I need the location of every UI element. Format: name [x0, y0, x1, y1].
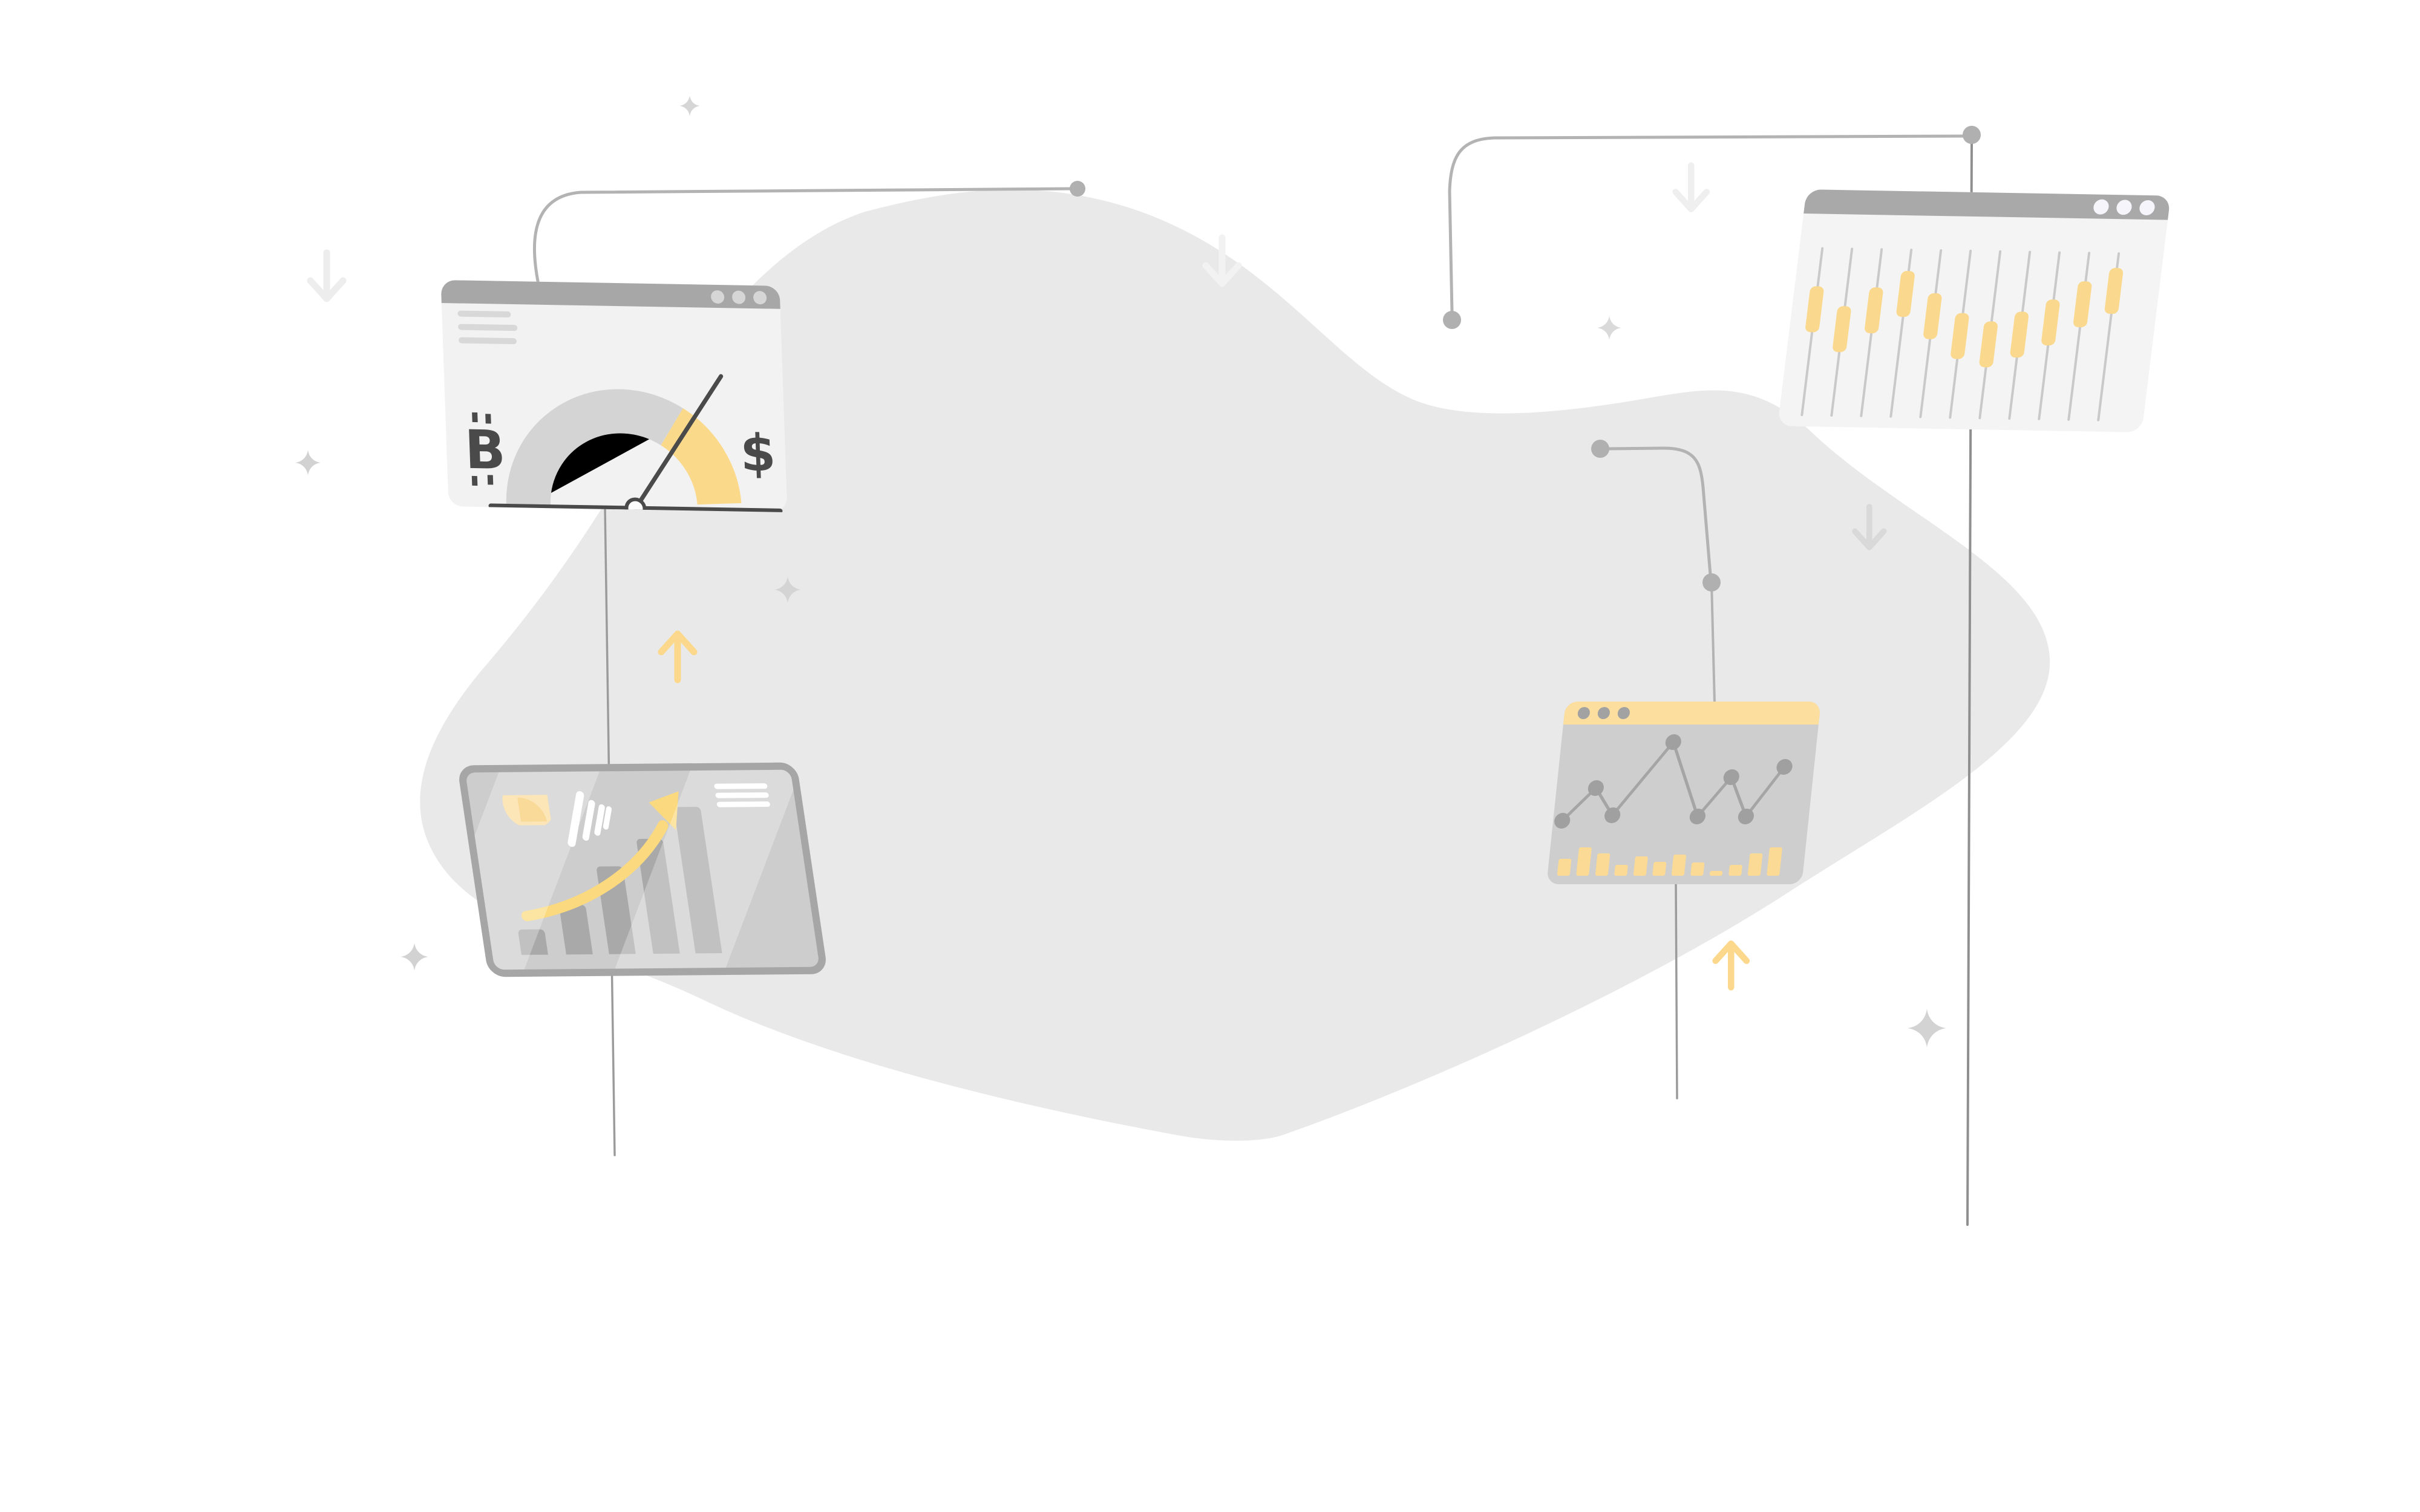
candle-body — [2072, 281, 2093, 328]
candlestick — [1888, 215, 1915, 428]
line-chart — [1554, 734, 1793, 876]
candle-body — [1864, 287, 1884, 333]
sparkle-icon — [679, 96, 700, 116]
candlestick — [2007, 218, 2033, 430]
window-buttons-icon — [2092, 199, 2156, 216]
window-dot-icon — [2138, 200, 2156, 216]
connector-linepanel-drop — [1710, 581, 1716, 704]
candlestick — [2036, 218, 2062, 431]
window-dot-icon — [2115, 200, 2133, 215]
line-chart-point — [1723, 769, 1739, 785]
candlestick-chart — [1777, 213, 2168, 432]
mini-bar — [1728, 865, 1742, 876]
mini-bar — [1709, 871, 1723, 876]
dollar-symbol: $ — [739, 423, 777, 483]
mini-bar — [1595, 853, 1611, 876]
btc-usd-gauge-chart — [488, 374, 783, 513]
line-chart-point — [1738, 809, 1754, 824]
sparkle-icon — [1908, 1009, 1946, 1048]
candle-body — [1832, 305, 1852, 353]
sparkle-icon — [295, 450, 321, 475]
bitcoin-symbol: B — [463, 418, 507, 481]
candle-body — [1950, 313, 1970, 360]
mini-bar — [1690, 862, 1705, 876]
candlestick — [1799, 214, 1825, 426]
mini-bar — [1671, 855, 1686, 876]
candle-body — [2041, 299, 2061, 345]
analytics-dashboard-panel — [457, 762, 828, 977]
sparkle-icon — [774, 576, 801, 603]
mini-bar — [1767, 847, 1782, 876]
node-dot-4 — [1591, 440, 1609, 458]
connector-gauge-to-dot — [533, 187, 1073, 286]
node-dot-3 — [1443, 311, 1461, 329]
node-dot-5 — [1702, 573, 1721, 591]
candle-body — [1895, 270, 1915, 317]
candlestick — [2066, 218, 2093, 431]
candlestick — [1859, 215, 1885, 427]
line-chart-panel — [1546, 702, 1821, 884]
sparkle-icon — [401, 943, 428, 971]
mini-bar — [1576, 847, 1592, 876]
window-dot-icon — [753, 290, 767, 305]
candle-body — [2009, 311, 2029, 358]
candle-body — [1978, 321, 1998, 368]
gauge-arc-gray — [506, 389, 683, 507]
btc-usd-gauge-window: B $ — [440, 279, 788, 513]
line-chart-point — [1776, 759, 1793, 775]
sparkle-icon — [1597, 316, 1621, 340]
window-dot-icon — [731, 290, 746, 304]
candlestick-chart-window — [1777, 189, 2171, 432]
candle-body — [1805, 285, 1825, 333]
line-chart-point — [1665, 734, 1681, 750]
window-buttons-icon — [710, 290, 767, 305]
line-chart-point — [1604, 807, 1621, 823]
arrow-down-icon — [1852, 504, 1887, 550]
mini-bar — [1652, 862, 1667, 876]
arrow-up-icon — [1712, 940, 1750, 991]
arrow-up-icon — [658, 630, 698, 683]
node-dot-1 — [1070, 181, 1085, 197]
window-dot-icon — [2092, 199, 2110, 215]
line-chart-point — [1554, 813, 1571, 829]
window-dot-icon — [710, 290, 725, 304]
connector-linepanel-elbow — [1607, 446, 1712, 576]
candlestick — [1829, 215, 1855, 427]
candlestick — [1977, 217, 2003, 429]
line-chart-point — [1689, 809, 1705, 824]
connector-linepanel-tail — [1675, 881, 1678, 1100]
mini-bar — [1557, 859, 1572, 876]
growth-arrow — [521, 791, 679, 922]
node-dot-2 — [1963, 126, 1981, 144]
gauge-needle — [633, 374, 724, 511]
gauge-pivot — [624, 497, 647, 513]
pie-wedge — [517, 797, 548, 822]
candlestick — [1947, 217, 1974, 429]
mini-bar — [1614, 865, 1628, 876]
arrow-down-icon — [307, 249, 347, 302]
connector-candle-elbow — [1448, 134, 1966, 314]
background-blob — [420, 189, 2050, 1141]
glass-sheen — [457, 762, 828, 977]
mini-bar — [1633, 856, 1648, 876]
line-chart-point — [1588, 780, 1604, 796]
candle-wick — [2067, 252, 2091, 421]
arrow-down-icon — [1672, 161, 1710, 212]
candlestick — [1918, 216, 1944, 428]
arrow-down-icon — [1202, 234, 1242, 287]
candle-body — [1923, 293, 1943, 340]
pie-chart-icon — [502, 795, 555, 826]
gauge-arc-yellow — [660, 408, 742, 506]
mini-bar — [1747, 853, 1763, 876]
candle-body — [2104, 267, 2124, 314]
candlestick — [2096, 219, 2124, 431]
